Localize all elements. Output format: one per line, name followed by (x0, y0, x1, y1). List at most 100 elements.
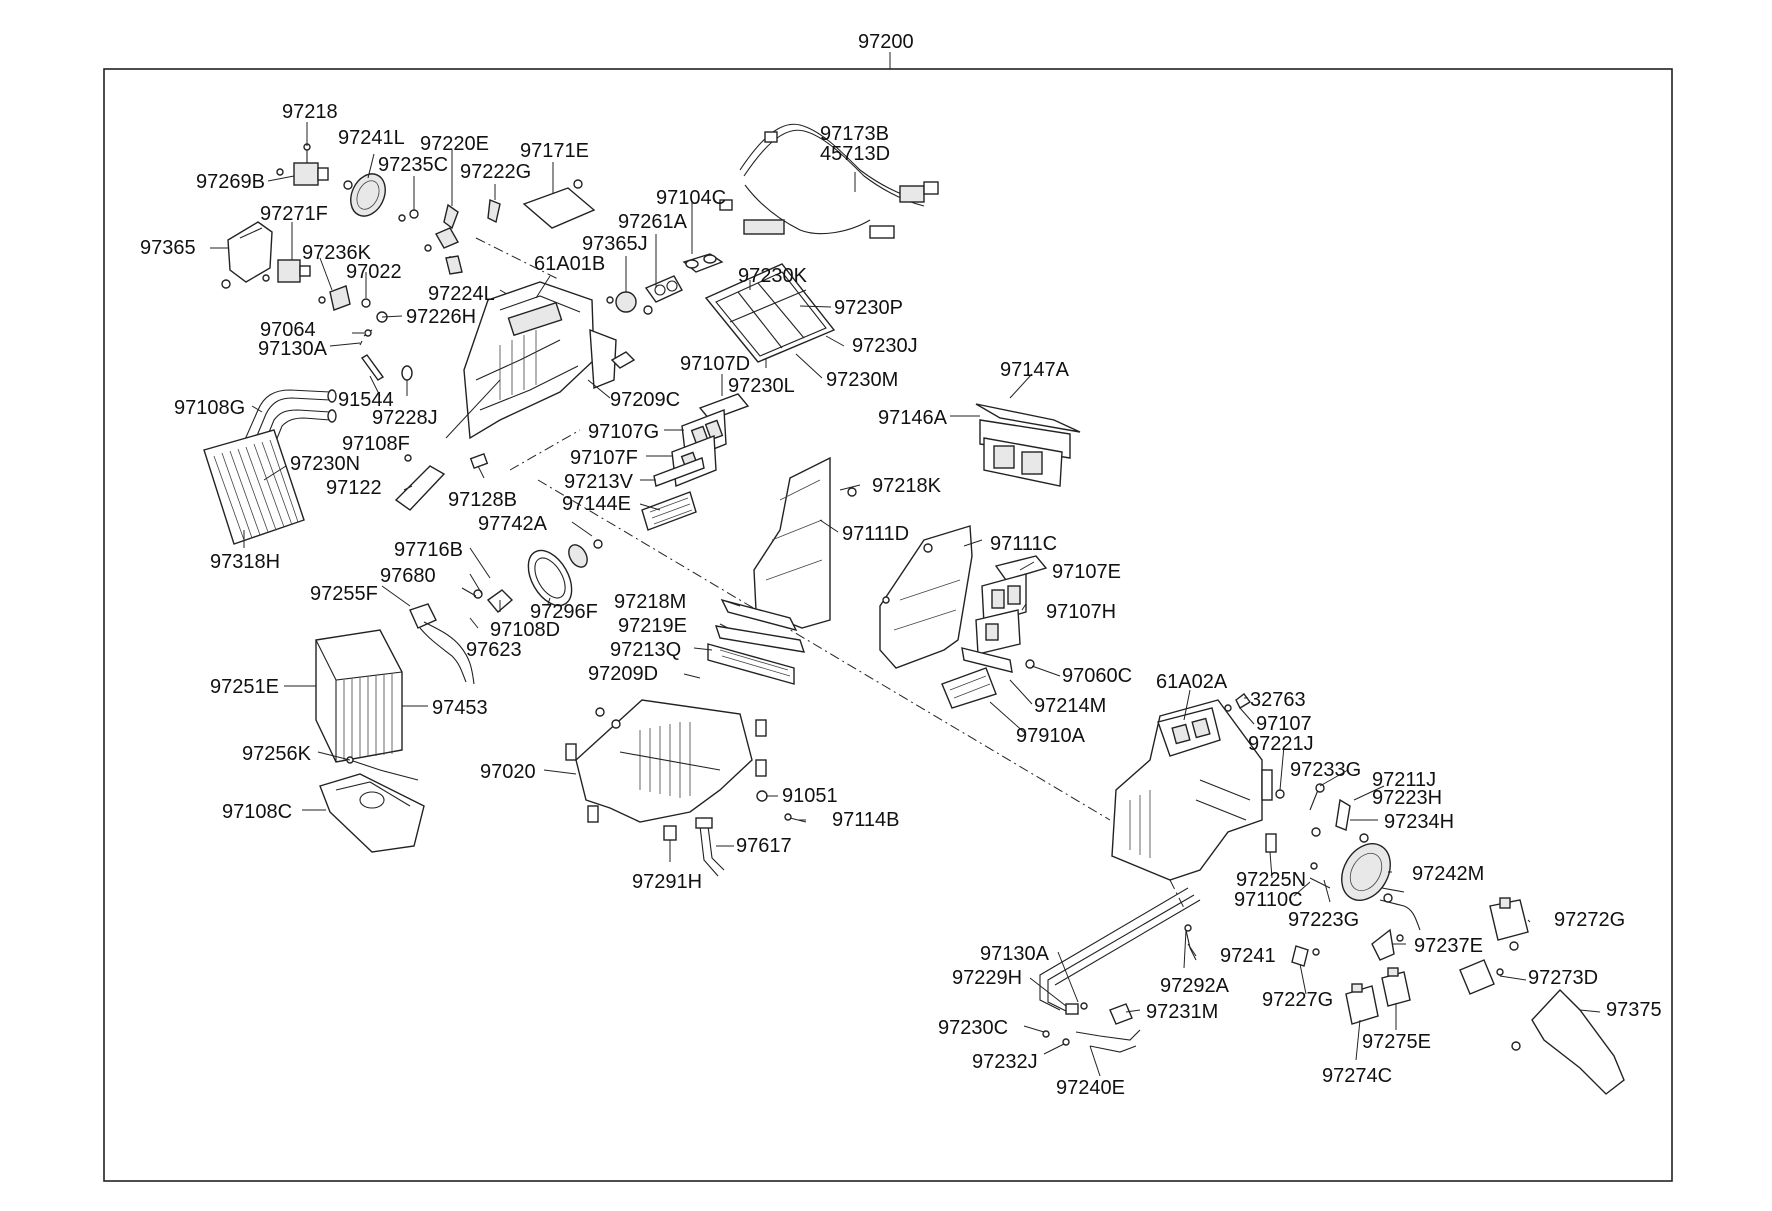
label-97107[interactable]: 97107 (1256, 713, 1312, 735)
label-61A02A[interactable]: 61A02A (1156, 671, 1228, 693)
label-97209D[interactable]: 97209D (588, 663, 658, 685)
label-97022[interactable]: 97022 (346, 261, 402, 283)
label-97237E[interactable]: 97237E (1414, 935, 1483, 957)
parts-97296F-shape (461, 539, 603, 613)
label-61A01B[interactable]: 61A01B (534, 253, 605, 275)
label-97273D[interactable]: 97273D (1528, 967, 1598, 989)
label-97230M[interactable]: 97230M (826, 369, 898, 391)
label-97296F[interactable]: 97296F (530, 601, 598, 623)
label-97241L[interactable]: 97241L (338, 127, 405, 149)
label-97292A[interactable]: 97292A (1160, 975, 1230, 997)
label-97108C[interactable]: 97108C (222, 801, 292, 823)
label-97230C[interactable]: 97230C (938, 1017, 1008, 1039)
label-97104C[interactable]: 97104C (656, 187, 726, 209)
label-97229H[interactable]: 97229H (952, 967, 1022, 989)
label-32763[interactable]: 32763 (1250, 689, 1306, 711)
label-97108G[interactable]: 97108G (174, 397, 245, 419)
label-91544[interactable]: 91544 (338, 389, 394, 411)
label-97209C[interactable]: 97209C (610, 389, 680, 411)
label-97221J[interactable]: 97221J (1248, 733, 1314, 755)
label-97111D[interactable]: 97111D (842, 523, 909, 545)
label-97272G[interactable]: 97272G (1554, 909, 1625, 931)
label-97233G[interactable]: 97233G (1290, 759, 1361, 781)
label-97223G[interactable]: 97223G (1288, 909, 1359, 931)
label-97110C[interactable]: 97110C (1234, 889, 1303, 911)
label-97231M[interactable]: 97231M (1146, 1001, 1218, 1023)
label-97291H[interactable]: 97291H (632, 871, 702, 893)
label-97213Q[interactable]: 97213Q (610, 639, 681, 661)
label-97224L[interactable]: 97224L (428, 283, 495, 305)
label-97230J[interactable]: 97230J (852, 335, 918, 357)
label-97144E[interactable]: 97144E (562, 493, 631, 515)
label-97173B[interactable]: 97173B (820, 123, 889, 145)
label-97910A[interactable]: 97910A (1016, 725, 1086, 747)
label-97146A[interactable]: 97146A (878, 407, 948, 429)
label-97251E[interactable]: 97251E (210, 676, 279, 698)
label-97107H[interactable]: 97107H (1046, 601, 1116, 623)
label-97107F[interactable]: 97107F (570, 447, 638, 469)
label-97130A-lower[interactable]: 97130A (980, 943, 1050, 965)
label-97275E[interactable]: 97275E (1362, 1031, 1431, 1053)
label-97230K[interactable]: 97230K (738, 265, 808, 287)
label-97256K[interactable]: 97256K (242, 743, 312, 765)
label-91051[interactable]: 91051 (782, 785, 838, 807)
label-97111C[interactable]: 97111C (990, 533, 1057, 555)
label-97230P[interactable]: 97230P (834, 297, 903, 319)
label-97232J[interactable]: 97232J (972, 1051, 1038, 1073)
label-97214M[interactable]: 97214M (1034, 695, 1106, 717)
label-97228J[interactable]: 97228J (372, 407, 438, 429)
label-97742A[interactable]: 97742A (478, 513, 548, 535)
label-97128B[interactable]: 97128B (448, 489, 517, 511)
label-97218K[interactable]: 97218K (872, 475, 942, 497)
label-97269B[interactable]: 97269B (196, 171, 265, 193)
label-97227G[interactable]: 97227G (1262, 989, 1333, 1011)
label-97218[interactable]: 97218 (282, 101, 338, 123)
label-97365J[interactable]: 97365J (582, 233, 648, 255)
label-97020[interactable]: 97020 (480, 761, 536, 783)
label-97242M[interactable]: 97242M (1412, 863, 1484, 885)
label-97240E[interactable]: 97240E (1056, 1077, 1125, 1099)
label-97114B[interactable]: 97114B (832, 809, 899, 831)
label-97318H[interactable]: 97318H (210, 551, 280, 573)
label-97230L[interactable]: 97230L (728, 375, 795, 397)
label-97060C[interactable]: 97060C (1062, 665, 1132, 687)
gaskets-97104C-shape (644, 253, 724, 303)
label-97225N[interactable]: 97225N (1236, 869, 1306, 891)
label-97223H[interactable]: 97223H (1372, 787, 1442, 809)
label-97623[interactable]: 97623 (466, 639, 522, 661)
label-97230N[interactable]: 97230N (290, 453, 360, 475)
label-97122[interactable]: 97122 (326, 477, 382, 499)
label-97235C[interactable]: 97235C (378, 154, 448, 176)
label-97171E[interactable]: 97171E (520, 140, 589, 162)
label-97680[interactable]: 97680 (380, 565, 436, 587)
label-97130A[interactable]: 97130A (258, 338, 328, 360)
label-97107G[interactable]: 97107G (588, 421, 659, 443)
label-97617[interactable]: 97617 (736, 835, 792, 857)
label-97107E[interactable]: 97107E (1052, 561, 1121, 583)
label-45713D[interactable]: 45713D (820, 143, 890, 165)
label-97274C[interactable]: 97274C (1322, 1065, 1392, 1087)
label-97375[interactable]: 97375 (1606, 999, 1662, 1021)
label-97365[interactable]: 97365 (140, 237, 196, 259)
assembly-number-label[interactable]: 97200 (858, 31, 914, 53)
label-97261A[interactable]: 97261A (618, 211, 688, 233)
label-97234H[interactable]: 97234H (1384, 811, 1454, 833)
label-97211J[interactable]: 97211J (1372, 769, 1436, 791)
label-97147A[interactable]: 97147A (1000, 359, 1070, 381)
label-97241[interactable]: 97241 (1220, 945, 1276, 967)
label-97271F[interactable]: 97271F (260, 203, 328, 225)
label-97716B[interactable]: 97716B (394, 539, 463, 561)
label-97107D[interactable]: 97107D (680, 353, 750, 375)
label-97108F[interactable]: 97108F (342, 433, 410, 455)
label-97220E[interactable]: 97220E (420, 133, 489, 155)
label-97236K[interactable]: 97236K (302, 242, 372, 264)
label-97222G[interactable]: 97222G (460, 161, 531, 183)
label-97213V[interactable]: 97213V (564, 471, 634, 493)
label-97226H[interactable]: 97226H (406, 306, 476, 328)
label-97219E[interactable]: 97219E (618, 615, 687, 637)
label-97108D[interactable]: 97108D (490, 619, 560, 641)
label-97255F[interactable]: 97255F (310, 583, 378, 605)
label-97064[interactable]: 97064 (260, 319, 316, 341)
label-97453[interactable]: 97453 (432, 697, 488, 719)
label-97218M[interactable]: 97218M (614, 591, 686, 613)
